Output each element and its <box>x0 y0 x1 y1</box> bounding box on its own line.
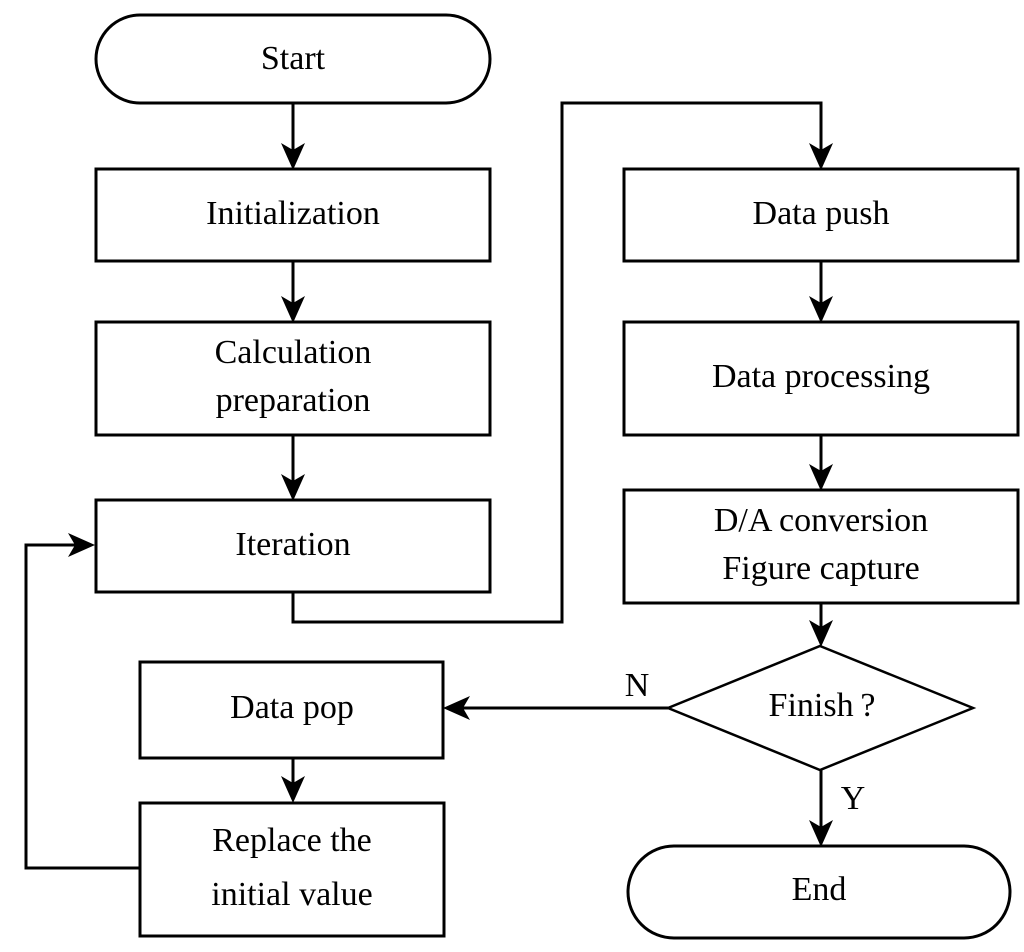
finish-decision-label: Finish ? <box>769 687 876 724</box>
da-conversion-label-line2: Figure capture <box>722 550 919 587</box>
data-processing-shape <box>622 320 1020 437</box>
node-calculation-preparation[interactable]: Calculation preparation <box>94 320 492 437</box>
start-label: Start <box>261 40 326 77</box>
calculation-preparation-label-line1: Calculation <box>215 334 372 371</box>
node-start[interactable]: Start <box>94 13 492 105</box>
data-pop-label: Data pop <box>230 689 354 726</box>
data-pop-shape <box>138 660 445 760</box>
edge-finish-decision-no-to-data-pop <box>443 696 668 720</box>
edge-calculation-preparation-to-iteration <box>281 435 305 501</box>
edge-data-push-to-data-processing <box>809 261 833 323</box>
edge-finish-decision-yes-to-end <box>809 770 833 847</box>
edge-data-pop-to-replace-initial-value <box>281 758 305 803</box>
edge-replace-initial-value-to-iteration <box>24 533 140 870</box>
node-end[interactable]: End <box>626 844 1012 940</box>
data-push-label: Data push <box>753 195 890 232</box>
edge-da-conversion-to-finish-decision <box>809 603 833 647</box>
node-iteration[interactable]: Iteration <box>94 498 492 594</box>
calculation-preparation-label-line2: preparation <box>216 382 371 419</box>
edge-label-no: N <box>625 667 650 704</box>
iteration-shape <box>94 498 492 594</box>
replace-initial-value-label-line2: initial value <box>211 876 372 913</box>
node-data-push[interactable]: Data push <box>622 167 1020 263</box>
edge-start-to-initialization <box>281 103 305 170</box>
node-initialization[interactable]: Initialization <box>94 167 492 263</box>
data-processing-label: Data processing <box>712 358 930 395</box>
node-data-processing[interactable]: Data processing <box>622 320 1020 437</box>
node-replace-initial-value[interactable]: Replace the initial value <box>138 801 446 938</box>
da-conversion-shape <box>622 488 1020 605</box>
start-shape <box>94 13 492 105</box>
node-da-conversion[interactable]: D/A conversion Figure capture <box>622 488 1020 605</box>
iteration-label: Iteration <box>235 526 350 563</box>
node-finish-decision[interactable]: Finish ? <box>664 644 977 772</box>
edge-iteration-to-data-push <box>291 101 833 624</box>
replace-initial-value-shape <box>138 801 446 938</box>
node-data-pop[interactable]: Data pop <box>138 660 445 760</box>
edge-data-processing-to-da-conversion <box>809 435 833 491</box>
calculation-preparation-shape <box>94 320 492 437</box>
da-conversion-label-line1: D/A conversion <box>714 502 928 539</box>
data-push-shape <box>622 167 1020 263</box>
replace-initial-value-label-line1: Replace the <box>212 822 372 859</box>
edge-label-yes: Y <box>841 780 866 817</box>
end-shape <box>626 844 1012 940</box>
initialization-shape <box>94 167 492 263</box>
initialization-label: Initialization <box>206 195 380 232</box>
edge-initialization-to-calculation-preparation <box>281 261 305 323</box>
finish-decision-shape <box>664 644 977 772</box>
end-label: End <box>792 871 847 908</box>
